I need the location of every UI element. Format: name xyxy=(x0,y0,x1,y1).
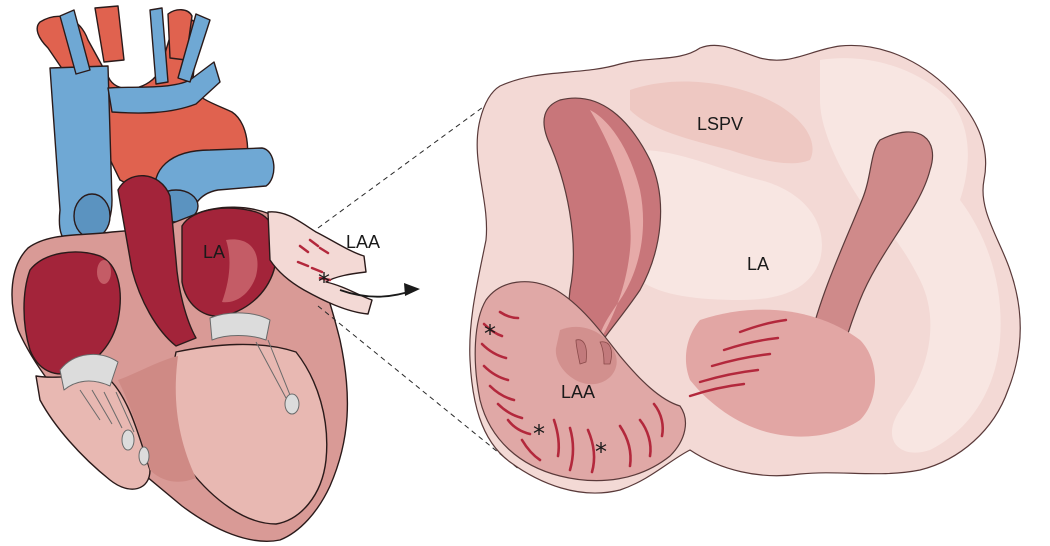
svc-opening xyxy=(73,193,111,239)
inset-marker-3: * xyxy=(595,438,607,466)
right-atrium xyxy=(23,251,121,375)
inset-ridge-shadow xyxy=(590,110,644,344)
inset-laa-label: LAA xyxy=(561,382,595,402)
left-atrium xyxy=(181,207,278,317)
inset-lspv-label: LSPV xyxy=(697,114,743,134)
heart-laa-label: LAA xyxy=(346,232,380,252)
heart-laa xyxy=(267,211,373,315)
inset-lspv-region xyxy=(630,81,813,164)
interventricular-septum xyxy=(118,356,196,482)
left-atrium-wall xyxy=(222,239,258,303)
tricuspid-valve xyxy=(59,353,150,466)
laa-inset: LSPV LA LAA * * * xyxy=(469,44,1021,494)
inset-pectinate-muscles xyxy=(480,310,665,474)
inset-la-chamber xyxy=(625,150,822,300)
heart-laa-marker: * xyxy=(318,268,330,296)
inset-la-label: LA xyxy=(747,254,769,274)
inset-right-pectinate xyxy=(688,318,788,398)
inset-ostium-folds xyxy=(575,339,612,365)
inset-right-fold xyxy=(820,58,1001,453)
inset-lower-right xyxy=(685,309,875,437)
heart-la-label: LA xyxy=(203,242,225,262)
mitral-valve xyxy=(209,312,300,415)
inset-marker-1: * xyxy=(484,320,496,348)
right-atrium-highlight xyxy=(97,260,111,284)
inset-marker-2: * xyxy=(533,420,545,448)
heart-illustration: LA LAA * xyxy=(11,5,380,542)
heart-laa-pectinate xyxy=(296,238,332,282)
zoom-arrow xyxy=(339,283,420,298)
aortic-root xyxy=(117,175,197,347)
